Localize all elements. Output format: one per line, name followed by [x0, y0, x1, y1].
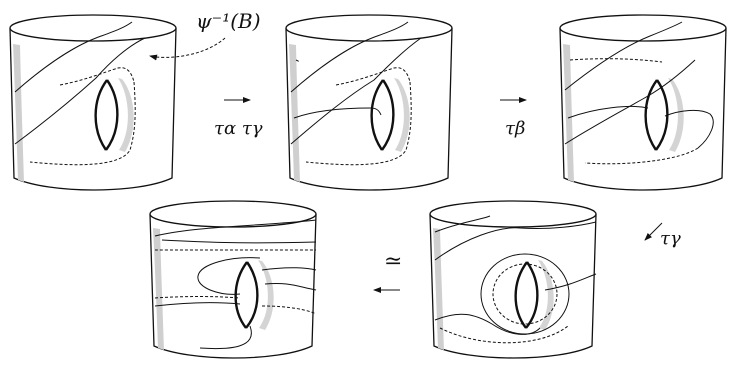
- step2-label: τβ: [505, 118, 525, 139]
- preimage-label-group: ψ⁻¹(B): [149, 9, 261, 61]
- step3-arrow: [644, 222, 663, 241]
- equiv-arrow-group: ≃: [373, 249, 402, 293]
- panel-2-surface: [284, 13, 454, 192]
- equiv-label: ≃: [384, 249, 402, 274]
- step1-arrow-group: τα τγ: [214, 97, 263, 139]
- step3-arrow-group: τγ: [644, 222, 681, 249]
- preimage-label: ψ⁻¹(B): [196, 9, 261, 33]
- step3-label: τγ: [660, 228, 681, 249]
- panel-5-surface: [429, 200, 597, 359]
- panel-4-surface: [149, 200, 317, 359]
- panel-1-surface: [8, 13, 178, 192]
- preimage-pointer-arrow: [149, 37, 226, 61]
- step1-label: τα τγ: [214, 118, 263, 139]
- panel-3-surface: [558, 13, 728, 192]
- step2-arrow-group: τβ: [500, 97, 527, 139]
